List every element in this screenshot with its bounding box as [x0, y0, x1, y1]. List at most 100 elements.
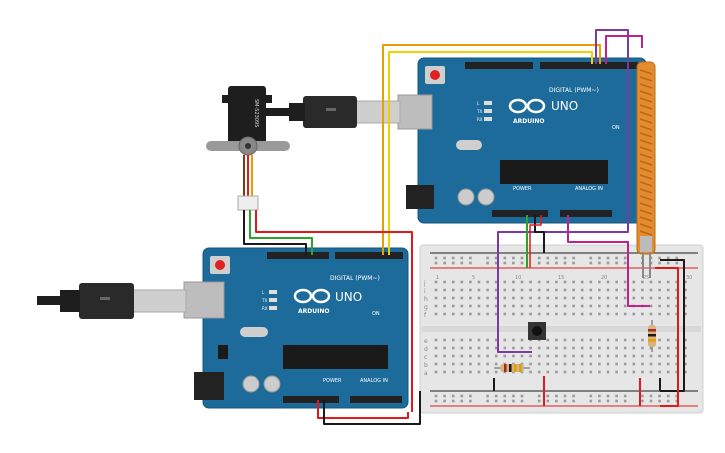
breadboard-hole	[520, 296, 524, 300]
breadboard-hole	[537, 362, 541, 366]
breadboard-hole	[615, 394, 618, 398]
breadboard-hole	[443, 370, 446, 374]
breadboard-hole	[572, 288, 575, 292]
breadboard-hole	[632, 288, 636, 292]
breadboard-hole	[666, 394, 670, 398]
breadboard-hole	[512, 280, 515, 284]
breadboard-hole	[658, 362, 661, 366]
breadboard-hole	[477, 354, 481, 358]
resistor-horizontal	[494, 364, 530, 372]
row-letter: a	[424, 370, 428, 377]
breadboard-hole	[580, 296, 584, 300]
breadboard-hole	[658, 399, 661, 403]
breadboard-hole	[632, 370, 636, 374]
breadboard-hole	[503, 296, 507, 300]
breadboard-hole	[666, 280, 670, 284]
breadboard-hole	[606, 312, 610, 316]
breadboard-hole	[503, 261, 507, 265]
breadboard-hole	[632, 354, 636, 358]
breadboard-hole	[598, 394, 601, 398]
breadboard-hole	[529, 296, 532, 300]
breadboard-hole	[632, 338, 636, 342]
breadboard-hole	[623, 354, 627, 358]
breadboard-hole	[632, 346, 636, 350]
breadboard-hole	[675, 399, 679, 403]
breadboard-hole	[486, 261, 489, 265]
breadboard-hole	[512, 338, 515, 342]
breadboard-hole	[632, 362, 636, 366]
breadboard-hole	[451, 346, 455, 350]
breadboard-hole	[684, 338, 687, 342]
breadboard-hole	[434, 362, 438, 366]
breadboard-hole	[477, 280, 481, 284]
breadboard-hole	[494, 304, 498, 308]
breadboard-row-labels: j i h g f e d c b a	[423, 280, 428, 377]
breadboard-hole	[469, 280, 472, 284]
breadboard-hole	[615, 354, 618, 358]
breadboard-hole	[632, 280, 636, 284]
breadboard-hole	[589, 354, 593, 358]
breadboard-hole	[623, 399, 627, 403]
breadboard-hole	[443, 280, 446, 284]
breadboard-hole	[469, 399, 472, 403]
breadboard-hole	[589, 280, 593, 284]
breadboard-hole	[641, 296, 644, 300]
breadboard-hole	[494, 354, 498, 358]
breadboard-hole	[469, 256, 472, 260]
breadboard-hole	[486, 304, 489, 308]
breadboard-hole	[684, 304, 687, 308]
breadboard-hole	[460, 256, 464, 260]
rx-label: RX	[477, 117, 483, 122]
breadboard-hole	[641, 394, 644, 398]
breadboard-hole	[615, 312, 618, 316]
breadboard-hole	[537, 261, 541, 265]
breadboard-hole	[460, 280, 464, 284]
breadboard-hole	[503, 288, 507, 292]
breadboard-hole	[486, 256, 489, 260]
breadboard-hole	[563, 370, 567, 374]
breadboard-hole	[469, 304, 472, 308]
breadboard-hole	[580, 354, 584, 358]
column-number: 25	[643, 275, 649, 281]
breadboard-hole	[546, 362, 550, 366]
breadboard-hole	[589, 346, 593, 350]
breadboard-hole	[460, 370, 464, 374]
breadboard-hole	[486, 354, 489, 358]
breadboard-hole	[606, 346, 610, 350]
breadboard-hole	[451, 261, 455, 265]
breadboard-hole	[641, 362, 644, 366]
breadboard-hole	[563, 261, 567, 265]
breadboard-hole	[666, 288, 670, 292]
breadboard-hole	[666, 362, 670, 366]
breadboard-hole	[598, 280, 601, 284]
breadboard-hole	[589, 256, 593, 260]
breadboard-hole	[555, 256, 558, 260]
breadboard-holes	[434, 256, 687, 403]
breadboard-hole	[649, 304, 653, 308]
breadboard-hole	[460, 394, 464, 398]
breadboard-hole	[563, 362, 567, 366]
wire-red	[655, 267, 679, 407]
breadboard-hole	[555, 312, 558, 316]
breadboard-hole	[589, 312, 593, 316]
breadboard-hole	[512, 288, 515, 292]
breadboard-hole	[563, 346, 567, 350]
wire-magenta	[567, 215, 650, 307]
breadboard-hole	[658, 312, 661, 316]
breadboard-hole	[555, 261, 558, 265]
row-letter: c	[424, 354, 427, 361]
wire-red	[529, 215, 542, 268]
breadboard-hole	[649, 346, 653, 350]
breadboard-hole	[512, 296, 515, 300]
breadboard-hole	[563, 394, 567, 398]
breadboard-hole	[623, 296, 627, 300]
breadboard-hole	[606, 256, 610, 260]
wire-red	[317, 400, 409, 419]
breadboard-hole	[460, 346, 464, 350]
breadboard-hole	[546, 346, 550, 350]
l-label: L	[477, 101, 480, 106]
breadboard-hole	[434, 296, 438, 300]
breadboard-hole	[546, 370, 550, 374]
breadboard-hole	[503, 256, 507, 260]
breadboard-hole	[460, 304, 464, 308]
